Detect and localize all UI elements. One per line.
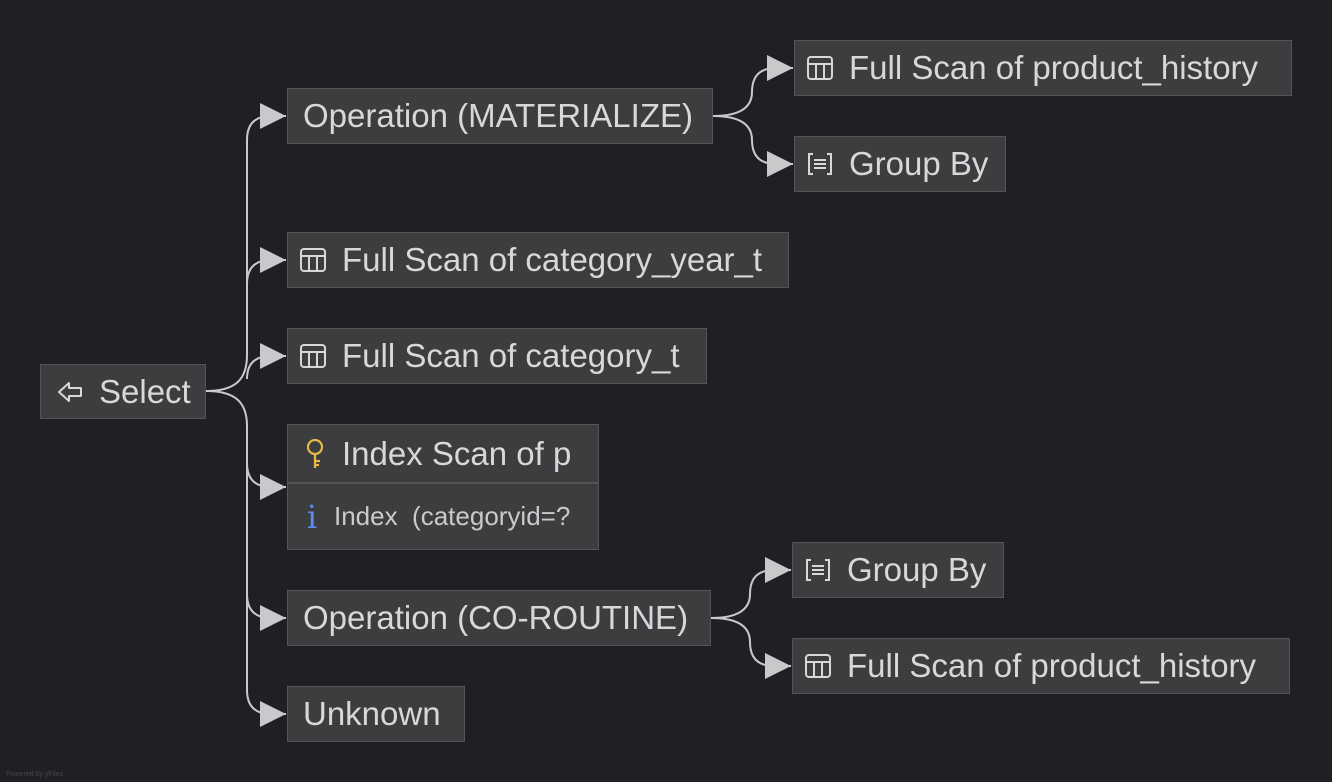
- edge-coroutine-group: [710, 557, 791, 619]
- index-scan-header: Index Scan of p: [288, 425, 598, 484]
- materialize-node[interactable]: Operation (MATERIALIZE): [287, 88, 713, 144]
- edge-select-category: [246, 343, 286, 380]
- category-year-scan-label: Full Scan of category_year_t: [342, 241, 763, 278]
- coroutine-scan-label: Full Scan of product_history: [847, 647, 1257, 684]
- materialize-scan-node[interactable]: Full Scan of product_history: [794, 40, 1292, 96]
- edge-coroutine-scan: [710, 617, 791, 679]
- edge-materialize-group: [712, 115, 793, 177]
- materialize-scan-label: Full Scan of product_history: [849, 49, 1259, 86]
- edge-select-unknown: [246, 594, 286, 727]
- edge-select-category-year: [246, 247, 286, 285]
- index-scan-detail: i Index (categoryid=?: [288, 484, 598, 549]
- table-icon: [298, 245, 328, 275]
- table-icon: [805, 53, 835, 83]
- arrow-left-icon: [55, 377, 85, 407]
- key-icon: [300, 438, 330, 469]
- coroutine-group-label: Group By: [847, 551, 987, 588]
- category-scan-node[interactable]: Full Scan of category_t: [287, 328, 707, 384]
- materialize-group-label: Group By: [849, 145, 989, 182]
- group-by-icon: [803, 555, 833, 585]
- materialize-group-node[interactable]: Group By: [794, 136, 1006, 192]
- coroutine-group-node[interactable]: Group By: [792, 542, 1004, 598]
- coroutine-scan-node[interactable]: Full Scan of product_history: [792, 638, 1290, 694]
- edge-select-materialize: [205, 103, 286, 392]
- index-scan-detail-label: Index (categoryid=?: [334, 501, 571, 531]
- watermark: Powered by yFiles: [6, 771, 64, 778]
- category-scan-label: Full Scan of category_t: [342, 337, 680, 374]
- coroutine-label: Operation (CO-ROUTINE): [303, 599, 689, 636]
- select-node[interactable]: Select: [40, 364, 206, 419]
- group-by-icon: [805, 149, 835, 179]
- coroutine-node[interactable]: Operation (CO-ROUTINE): [287, 590, 711, 646]
- unknown-label: Unknown: [303, 695, 441, 732]
- select-label: Select: [99, 372, 191, 410]
- edge-select-coroutine: [246, 426, 286, 631]
- category-year-scan-node[interactable]: Full Scan of category_year_t: [287, 232, 789, 288]
- info-icon: i: [306, 497, 318, 536]
- table-icon: [298, 341, 328, 371]
- materialize-label: Operation (MATERIALIZE): [303, 97, 693, 134]
- index-scan-label: Index Scan of p: [342, 434, 572, 472]
- edge-materialize-scan: [712, 55, 793, 117]
- index-scan-node[interactable]: Index Scan of p i Index (categoryid=?: [287, 424, 599, 550]
- unknown-node[interactable]: Unknown: [287, 686, 465, 742]
- table-icon: [803, 651, 833, 681]
